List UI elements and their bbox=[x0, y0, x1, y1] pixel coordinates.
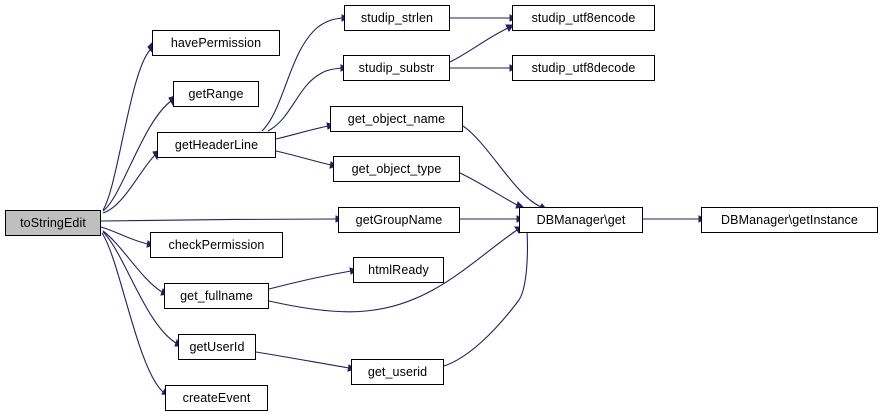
node-havePermission[interactable]: havePermission bbox=[152, 30, 280, 56]
node-get_object_type[interactable]: get_object_type bbox=[333, 156, 460, 182]
node-DBManager-getInstance[interactable]: DBManager\getInstance bbox=[701, 207, 878, 233]
node-getGroupName[interactable]: getGroupName bbox=[338, 207, 460, 233]
node-get_fullname[interactable]: get_fullname bbox=[164, 283, 269, 309]
node-get_userid[interactable]: get_userid bbox=[351, 359, 444, 385]
node-DBManager-get[interactable]: DBManager\get bbox=[519, 207, 643, 233]
node-studip_utf8decode[interactable]: studip_utf8decode bbox=[512, 55, 655, 81]
node-studip_utf8encode[interactable]: studip_utf8encode bbox=[512, 5, 655, 31]
node-studip_strlen[interactable]: studip_strlen bbox=[344, 5, 450, 31]
node-htmlReady[interactable]: htmlReady bbox=[353, 257, 444, 283]
node-createEvent[interactable]: createEvent bbox=[165, 385, 268, 411]
node-getRange[interactable]: getRange bbox=[173, 81, 259, 107]
node-getHeaderLine[interactable]: getHeaderLine bbox=[157, 132, 276, 158]
node-getUserId[interactable]: getUserId bbox=[178, 334, 256, 360]
node-studip_substr[interactable]: studip_substr bbox=[343, 55, 450, 81]
node-checkPermission[interactable]: checkPermission bbox=[150, 232, 283, 258]
node-toStringEdit[interactable]: toStringEdit bbox=[5, 210, 101, 236]
node-get_object_name[interactable]: get_object_name bbox=[330, 106, 463, 132]
